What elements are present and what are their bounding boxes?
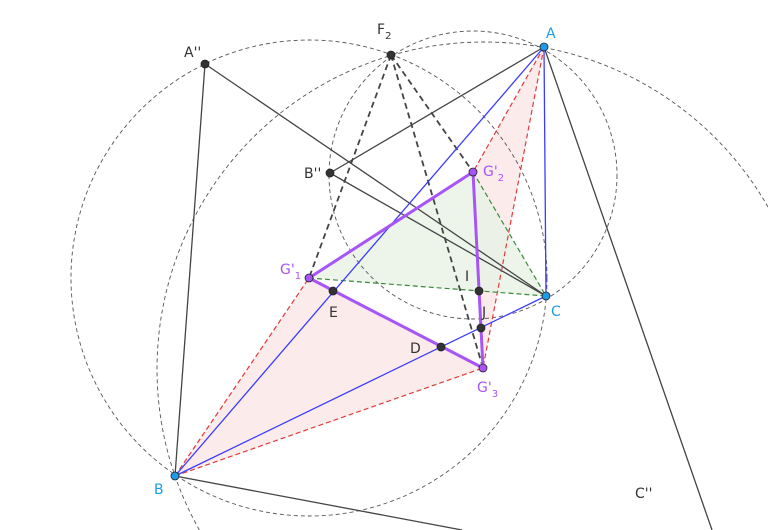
point-A2 [200,59,210,69]
segment-A2-B [174,63,206,477]
point-C [541,291,551,301]
label-C-double-prime: C'' [635,486,652,502]
point-F2 [386,50,396,60]
side-G1-G2 [308,170,474,280]
dashed-F2-G2 [390,54,474,173]
label-G3-sub: 3 [492,389,498,400]
label-G1: G'1 [280,262,301,282]
triangle-fill-BG1G3 [175,278,483,476]
label-G1-main: G' [280,262,295,278]
dashed-F2-G3 [390,54,484,369]
dashed-B-G3 [174,367,484,477]
point-D [436,342,446,352]
dashed-A-G3 [482,46,545,369]
label-G2: G'2 [483,164,504,184]
side-AC [543,46,547,297]
dashed-circle-3 [328,30,618,320]
label-G3-main: G' [477,380,492,396]
label-G3: G'3 [477,380,498,400]
point-B [170,471,180,481]
point-G2 [468,167,478,177]
label-G2-main: G' [483,164,498,180]
dashed-circle-1 [70,39,548,517]
label-B-double-prime: B'' [304,166,321,182]
label-F2: F2 [377,22,391,42]
label-G1-sub: 1 [295,271,301,282]
point-G1 [304,273,314,283]
label-B: B [154,482,164,498]
segment-B2-C [329,172,547,297]
segment-B2-A [329,46,545,174]
label-C: C [551,304,561,320]
side-G2-G3 [471,171,485,369]
triangle-fill-G1G2C [309,172,546,296]
side-AB [174,46,545,477]
label-A: A [546,26,556,42]
label-J: J [481,305,486,321]
point-A [539,42,549,52]
label-F2-main: F [377,22,385,38]
segment-A-C2 [543,46,713,530]
point-E [328,286,338,296]
label-E: E [329,305,338,321]
point-B2 [325,168,335,178]
point-J [476,323,486,333]
point-I [474,286,484,296]
label-A-double-prime: A'' [184,45,201,61]
side-G1-G3 [308,276,484,370]
dashed-circle-2 [156,41,768,530]
label-D: D [410,341,421,357]
segment-A2-C [204,63,547,297]
label-F2-sub: 2 [385,31,391,42]
label-G2-sub: 2 [498,173,504,184]
segment-B-C2 [174,475,463,530]
label-I: I [465,269,469,285]
point-G3 [478,363,488,373]
